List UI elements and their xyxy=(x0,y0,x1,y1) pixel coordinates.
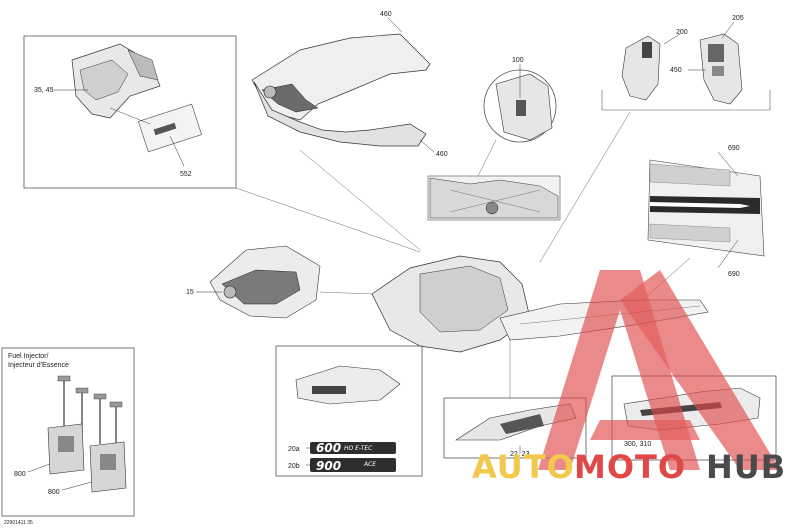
badge-20a-main: 600 xyxy=(316,441,341,455)
detail-box-fuel-injector xyxy=(1,347,135,517)
watermark-text-auto: AUTO xyxy=(472,448,575,486)
callout-100: 100 xyxy=(512,57,524,64)
side-panels xyxy=(539,21,771,263)
callout-450: 450 xyxy=(670,67,682,74)
fuel-injector-label-en: Fuel Injector/ xyxy=(8,353,49,360)
callout-35-45: 35, 45 xyxy=(34,87,54,94)
watermark-triangle-right xyxy=(620,270,780,470)
callout-200: 200 xyxy=(676,29,688,36)
detail-circle-100 xyxy=(477,64,557,177)
fuel-injector-label-fr: Injecteur d'Essence xyxy=(8,362,69,369)
callout-15: 15 xyxy=(186,289,194,296)
callout-460-bottom: 460 xyxy=(436,151,448,158)
detail-box-bumper xyxy=(443,340,587,459)
callout-800-a: 800 xyxy=(14,471,26,478)
callout-20a: 20a xyxy=(288,446,300,453)
badge-20a-sub: HO E-TEC xyxy=(344,445,373,452)
callout-690-top: 690 xyxy=(728,145,740,152)
watermark-bar xyxy=(590,420,700,440)
detail-strip-center xyxy=(427,175,561,221)
callout-22-23: 22, 23 xyxy=(510,451,530,458)
badge-20a xyxy=(310,442,396,454)
detail-box-side-panel xyxy=(23,35,421,253)
callout-300-310: 300, 310 xyxy=(624,441,651,448)
callout-20b: 20b xyxy=(288,463,300,470)
hood-part xyxy=(251,17,435,251)
tunnel-decal-detail xyxy=(619,151,765,321)
watermark-text-hub: HUB xyxy=(706,448,786,486)
watermark-text-moto: MOTO xyxy=(574,448,686,486)
badge-20b xyxy=(310,458,396,472)
callout-205: 205 xyxy=(732,15,744,22)
callout-552: 552 xyxy=(180,171,192,178)
badge-20b-main: 900 xyxy=(316,459,341,473)
callout-800-b: 800 xyxy=(48,489,60,496)
callout-690-bottom: 690 xyxy=(728,271,740,278)
watermark-logo xyxy=(538,270,780,470)
callout-460-top: 460 xyxy=(380,11,392,18)
figure-id: 22901411 35 xyxy=(4,520,33,526)
nose-detail xyxy=(196,245,373,319)
badge-20b-sub: ACE xyxy=(363,461,376,468)
detail-box-decals: 600 HO E-TEC 900 ACE xyxy=(275,345,423,477)
